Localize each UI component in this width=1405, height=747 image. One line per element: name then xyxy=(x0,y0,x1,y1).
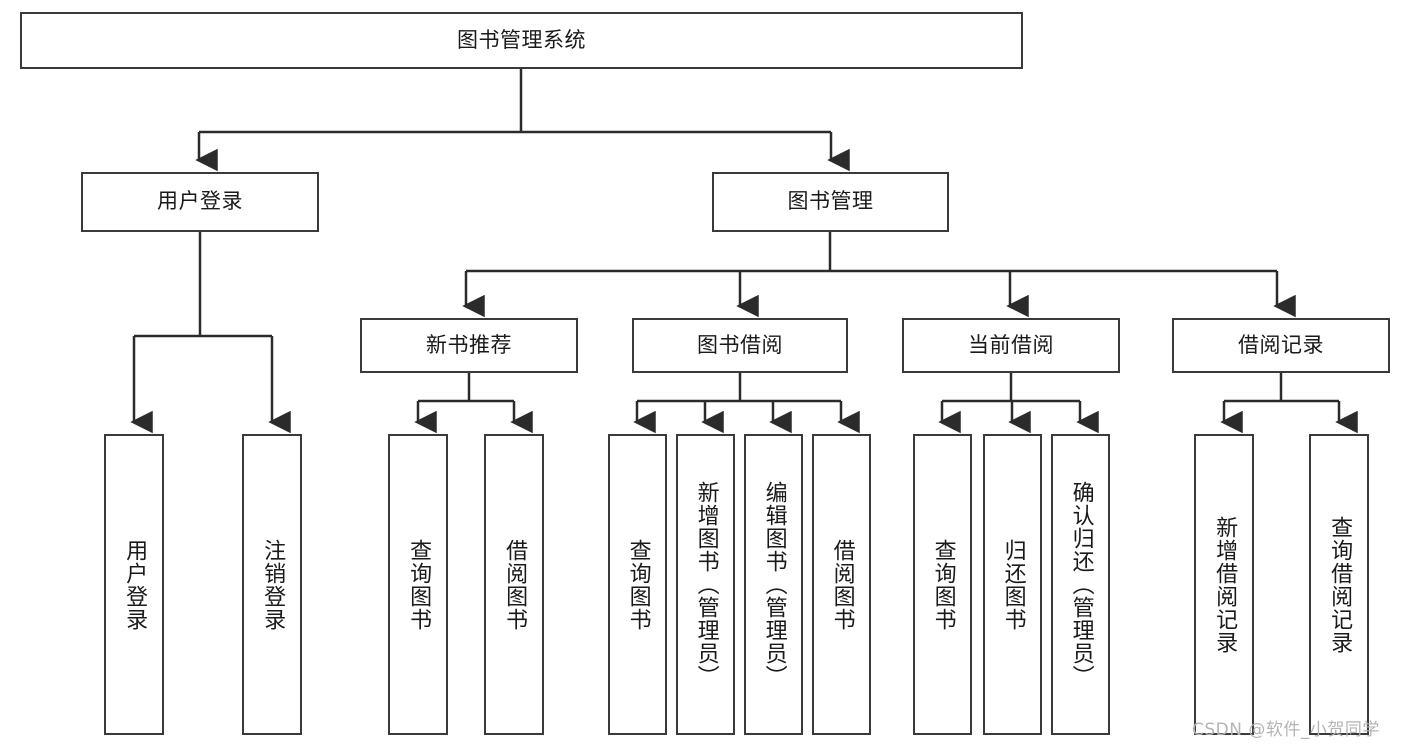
node-leaf-borrow-book-1[interactable]: 借阅图书 xyxy=(484,434,544,735)
node-current-borrow[interactable]: 当前借阅 xyxy=(902,318,1120,373)
node-leaf-query-book-3[interactable]: 查询图书 xyxy=(913,434,972,735)
node-leaf-borrow-book-1-label: 借阅图书 xyxy=(502,538,528,631)
node-borrow-record[interactable]: 借阅记录 xyxy=(1172,318,1390,373)
node-leaf-confirm-return-admin[interactable]: 确认归还（管理员） xyxy=(1051,434,1110,735)
node-root[interactable]: 图书管理系统 xyxy=(20,12,1023,69)
node-leaf-confirm-return-admin-label: 确认归还（管理员） xyxy=(1068,481,1094,688)
node-leaf-return-book-label: 归还图书 xyxy=(1000,538,1026,631)
node-leaf-user-login[interactable]: 用户登录 xyxy=(104,434,164,735)
node-leaf-return-book[interactable]: 归还图书 xyxy=(983,434,1042,735)
node-leaf-logout-login-label: 注销登录 xyxy=(260,538,286,631)
node-leaf-borrow-book-2-label: 借阅图书 xyxy=(829,538,855,631)
node-leaf-borrow-book-2[interactable]: 借阅图书 xyxy=(812,434,871,735)
node-leaf-add-book-admin[interactable]: 新增图书（管理员） xyxy=(676,434,735,735)
node-leaf-query-book-2-label: 查询图书 xyxy=(625,538,651,631)
node-leaf-logout-login[interactable]: 注销登录 xyxy=(242,434,302,735)
node-root-label: 图书管理系统 xyxy=(457,27,586,52)
node-leaf-query-borrow-record[interactable]: 查询借阅记录 xyxy=(1309,434,1369,735)
node-leaf-query-book-3-label: 查询图书 xyxy=(930,538,956,631)
node-user-login[interactable]: 用户登录 xyxy=(81,172,319,232)
node-user-login-label: 用户登录 xyxy=(157,189,243,214)
node-book-manage[interactable]: 图书管理 xyxy=(712,172,949,232)
node-leaf-user-login-label: 用户登录 xyxy=(122,538,148,631)
node-leaf-query-book-1-label: 查询图书 xyxy=(406,538,432,631)
node-leaf-edit-book-admin-label: 编辑图书（管理员） xyxy=(761,481,787,688)
node-current-borrow-label: 当前借阅 xyxy=(968,332,1054,357)
node-book-manage-label: 图书管理 xyxy=(787,189,874,214)
node-leaf-query-borrow-record-label: 查询借阅记录 xyxy=(1327,515,1353,654)
node-leaf-add-borrow-record-label: 新增借阅记录 xyxy=(1212,515,1238,654)
node-leaf-edit-book-admin[interactable]: 编辑图书（管理员） xyxy=(744,434,803,735)
node-borrow-record-label: 借阅记录 xyxy=(1238,332,1324,357)
node-book-borrow[interactable]: 图书借阅 xyxy=(632,318,848,373)
node-leaf-add-borrow-record[interactable]: 新增借阅记录 xyxy=(1194,434,1254,735)
node-new-book-recommend[interactable]: 新书推荐 xyxy=(360,318,578,373)
node-leaf-add-book-admin-label: 新增图书（管理员） xyxy=(693,481,719,688)
node-leaf-query-book-1[interactable]: 查询图书 xyxy=(388,434,448,735)
node-book-borrow-label: 图书借阅 xyxy=(697,332,783,357)
node-leaf-query-book-2[interactable]: 查询图书 xyxy=(608,434,667,735)
node-new-book-recommend-label: 新书推荐 xyxy=(426,332,512,357)
watermark-text: CSDN @软件_小贺同学 xyxy=(1192,720,1380,740)
